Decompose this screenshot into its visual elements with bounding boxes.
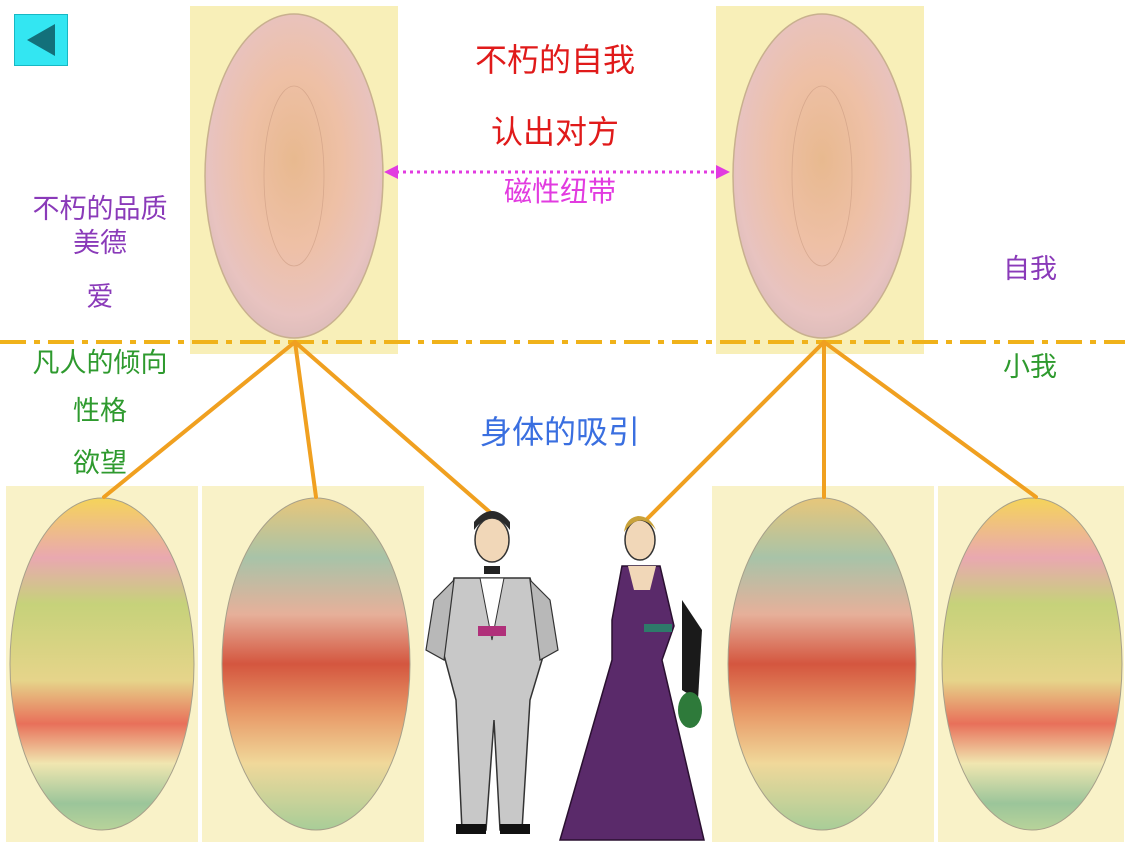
character-label: 性格 bbox=[73, 396, 127, 427]
magnetic-bond-label: 磁性纽带 bbox=[503, 175, 616, 208]
immortal-self-label: 不朽的自我 bbox=[474, 41, 635, 79]
aura-panel-1 bbox=[6, 486, 198, 842]
connector-lines-right bbox=[644, 340, 1038, 522]
immortal-qualities-label: 不朽的品质 bbox=[32, 194, 168, 225]
soul-panel-left bbox=[190, 6, 398, 354]
aura-panel-2 bbox=[202, 486, 424, 842]
mortal-tendencies-label: 凡人的倾向 bbox=[32, 348, 168, 379]
gentleman-figure bbox=[425, 511, 559, 834]
recognize-each-other-label: 认出对方 bbox=[490, 113, 619, 151]
connector-lines-left bbox=[102, 340, 494, 516]
back-button[interactable] bbox=[14, 14, 68, 66]
love-label: 爱 bbox=[86, 282, 114, 313]
aura-panel-4 bbox=[938, 486, 1124, 842]
back-triangle-icon bbox=[27, 24, 55, 56]
small-self-label: 小我 bbox=[1003, 352, 1057, 383]
self-label: 自我 bbox=[1003, 254, 1057, 285]
physical-attraction-label: 身体的吸引 bbox=[479, 413, 640, 451]
magnetic-link-arrow bbox=[384, 165, 730, 179]
lady-figure bbox=[559, 516, 705, 841]
aura-panel-3 bbox=[712, 486, 934, 842]
soul-panel-right bbox=[716, 6, 924, 354]
virtue-label: 美德 bbox=[73, 228, 127, 259]
desire-label: 欲望 bbox=[73, 448, 127, 479]
